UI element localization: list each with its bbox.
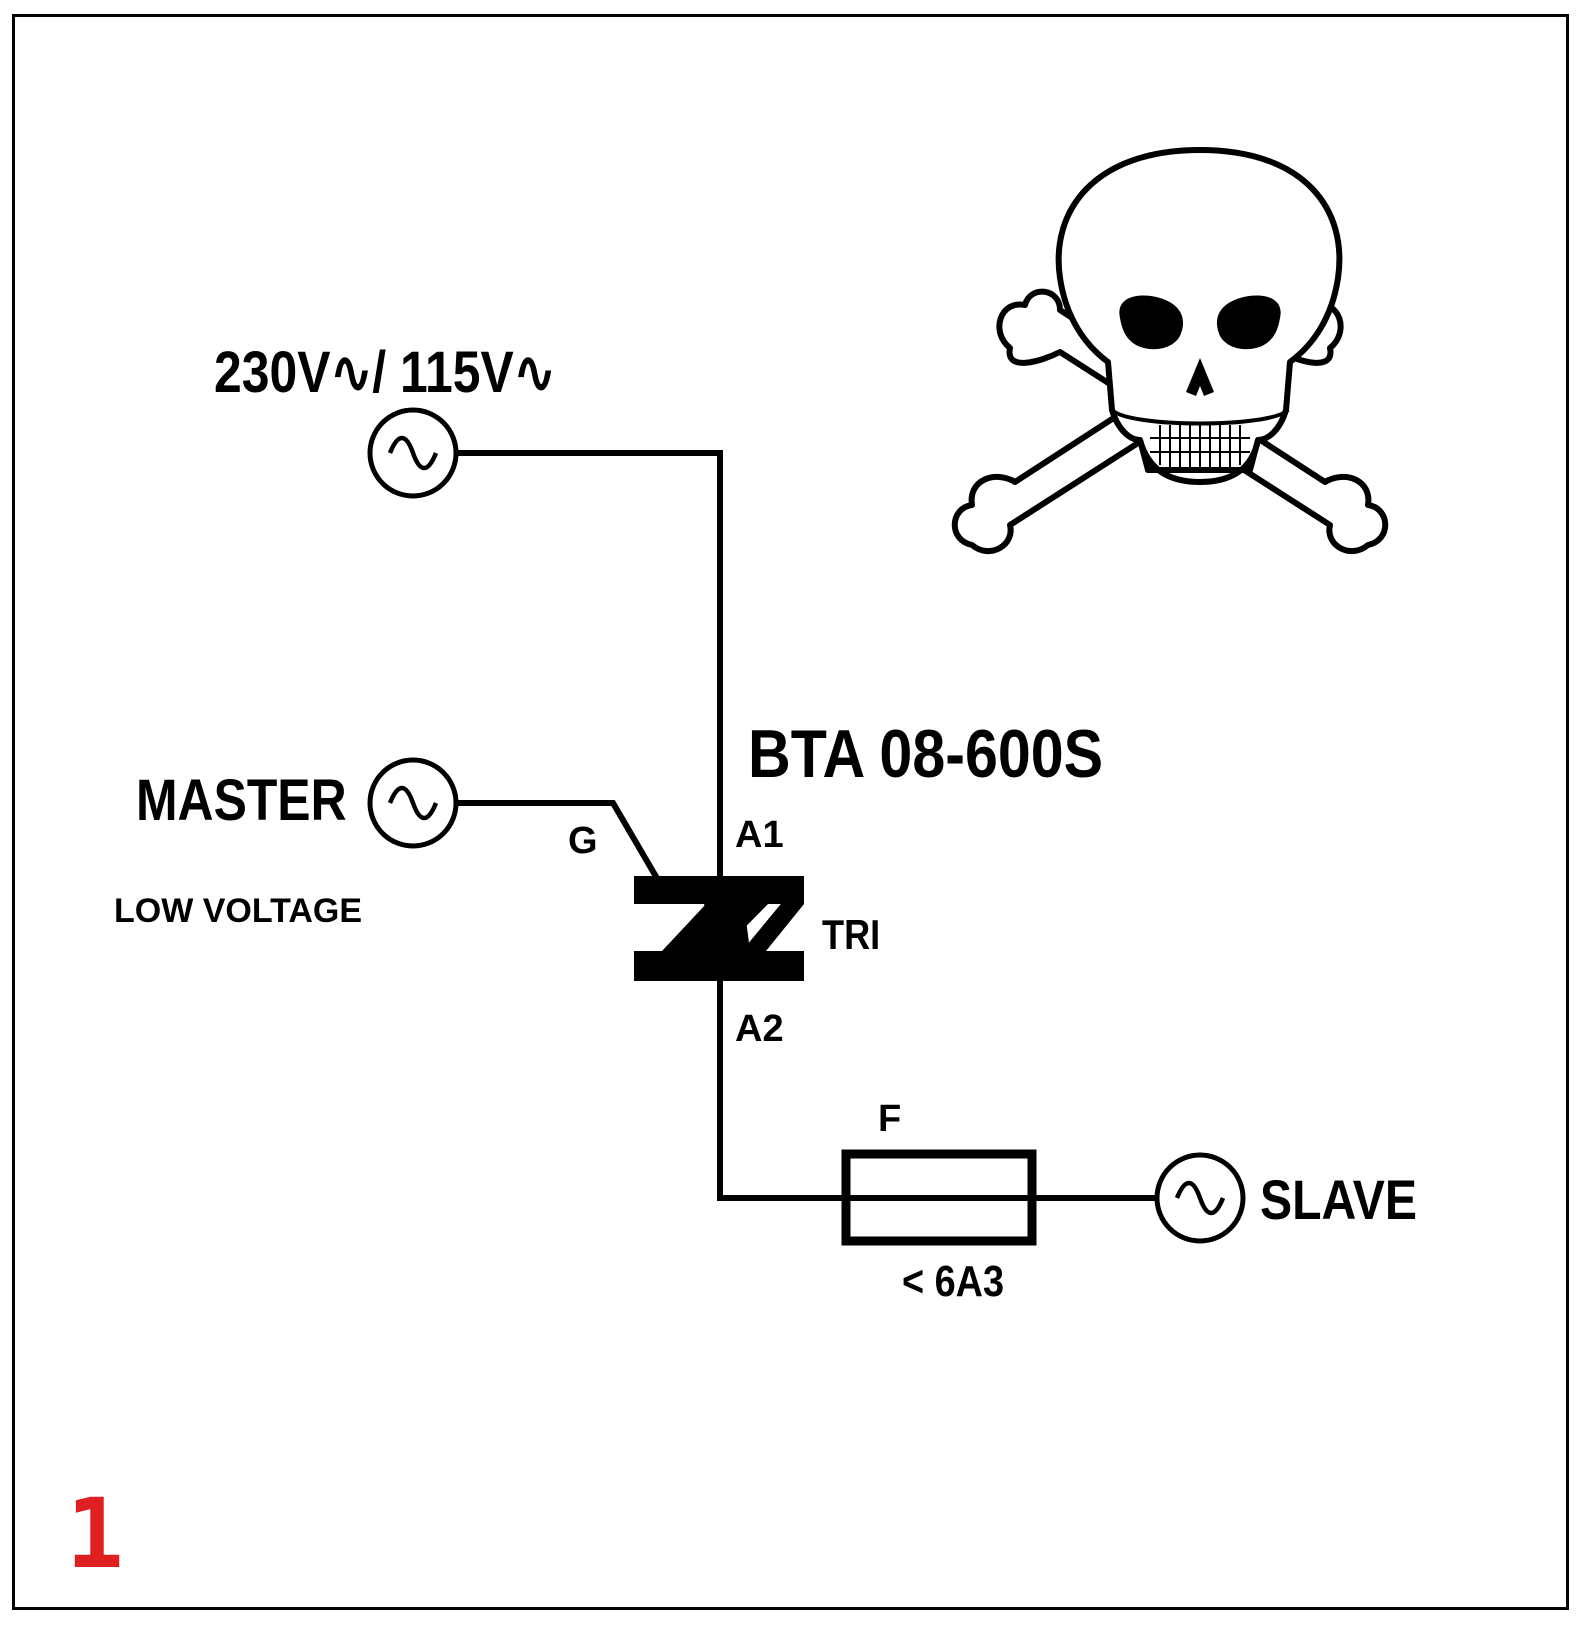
diagram-frame bbox=[12, 14, 1569, 1610]
part-number-label: BTA 08-600S bbox=[748, 716, 1104, 792]
fuse-icon bbox=[841, 1149, 1037, 1246]
triac-label: TRI bbox=[822, 911, 881, 958]
gate-label: G bbox=[568, 820, 598, 862]
triac-symbol-icon bbox=[634, 876, 804, 981]
figure-number: 1 bbox=[66, 1478, 124, 1590]
a2-label: A2 bbox=[735, 1008, 784, 1050]
a2-wire bbox=[717, 980, 842, 1201]
mains-ac-source-icon bbox=[367, 407, 459, 499]
mains-voltage-label: 230V∿/ 115V∿ bbox=[214, 340, 556, 405]
skull-crossbones-icon bbox=[951, 147, 1389, 554]
skull-teeth bbox=[1110, 408, 1290, 472]
low-voltage-label: LOW VOLTAGE bbox=[114, 892, 363, 930]
skull-features bbox=[1119, 295, 1281, 396]
slave-ac-source-icon bbox=[1154, 1152, 1246, 1244]
fuse-label: F bbox=[878, 1098, 902, 1140]
fuse-rating-label: < 6A3 bbox=[902, 1257, 1005, 1306]
master-ac-source-icon bbox=[367, 757, 459, 849]
a1-label: A1 bbox=[735, 814, 784, 856]
slave-label: SLAVE bbox=[1260, 1168, 1417, 1231]
wires bbox=[458, 450, 1155, 1201]
gate-wire bbox=[458, 800, 661, 882]
master-label: MASTER bbox=[136, 768, 347, 833]
mains-wire bbox=[458, 450, 723, 880]
